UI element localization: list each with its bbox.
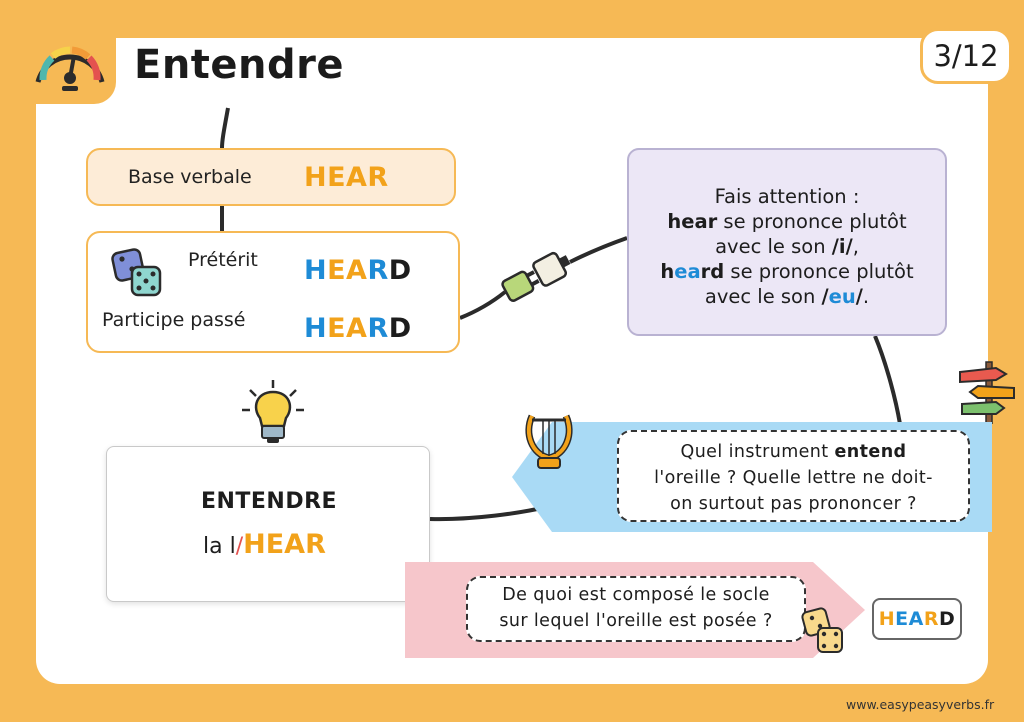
participle-label: Participe passé <box>102 309 246 331</box>
lyre-icon <box>525 414 573 469</box>
base-value: HEAR <box>304 162 389 193</box>
question2-line2: sur lequel l'oreille est posée ? <box>499 611 773 631</box>
mnemonic-word: ENTENDRE <box>200 489 338 514</box>
note-line-2: hear se prononce plutôt <box>667 210 907 233</box>
dice-small-icon <box>801 607 843 653</box>
past-forms-box: Prétérit HEARD Participe passé HEARD <box>86 231 460 353</box>
question1-line2: l'oreille ? Quelle lettre ne doit- <box>654 468 933 488</box>
question-socle: De quoi est composé le socle sur lequel … <box>466 576 806 642</box>
logo-tab <box>22 20 116 104</box>
note-line-4: heard se prononce plutôt <box>660 260 914 283</box>
base-label: Base verbale <box>128 166 252 188</box>
question2-line1: De quoi est composé le socle <box>502 585 770 605</box>
question-instrument: Quel instrument entend l'oreille ? Quell… <box>617 430 970 522</box>
preterit-label: Prétérit <box>188 249 258 271</box>
question1-line3: on surtout pas prononcer ? <box>670 494 917 514</box>
note-line-5: avec le son /eu/. <box>704 285 870 308</box>
speedometer-icon <box>35 46 105 91</box>
signpost-icon <box>959 361 1015 424</box>
mnemonic-card: ENTENDRE la l/HEAR <box>106 446 430 602</box>
website-footer: www.easypeasyverbs.fr <box>846 697 995 712</box>
plug-icon <box>501 251 571 302</box>
participle-value: HEARD <box>304 313 412 344</box>
pronunciation-note: Fais attention : hear se prononce plutôt… <box>627 148 947 336</box>
page-title: Entendre <box>134 42 345 88</box>
dice-icon <box>111 248 162 297</box>
note-line-3: avec le son /i/, <box>715 235 859 258</box>
question1-line1: Quel instrument entend <box>680 442 907 462</box>
mnemonic-phrase: la l/HEAR <box>203 529 326 560</box>
note-line-1: Fais attention : <box>714 185 860 208</box>
lightbulb-icon <box>242 380 304 443</box>
preterit-value: HEARD <box>304 255 412 286</box>
page-counter: 3/12 <box>920 28 1012 84</box>
base-form-box: Base verbale HEAR <box>86 148 456 206</box>
